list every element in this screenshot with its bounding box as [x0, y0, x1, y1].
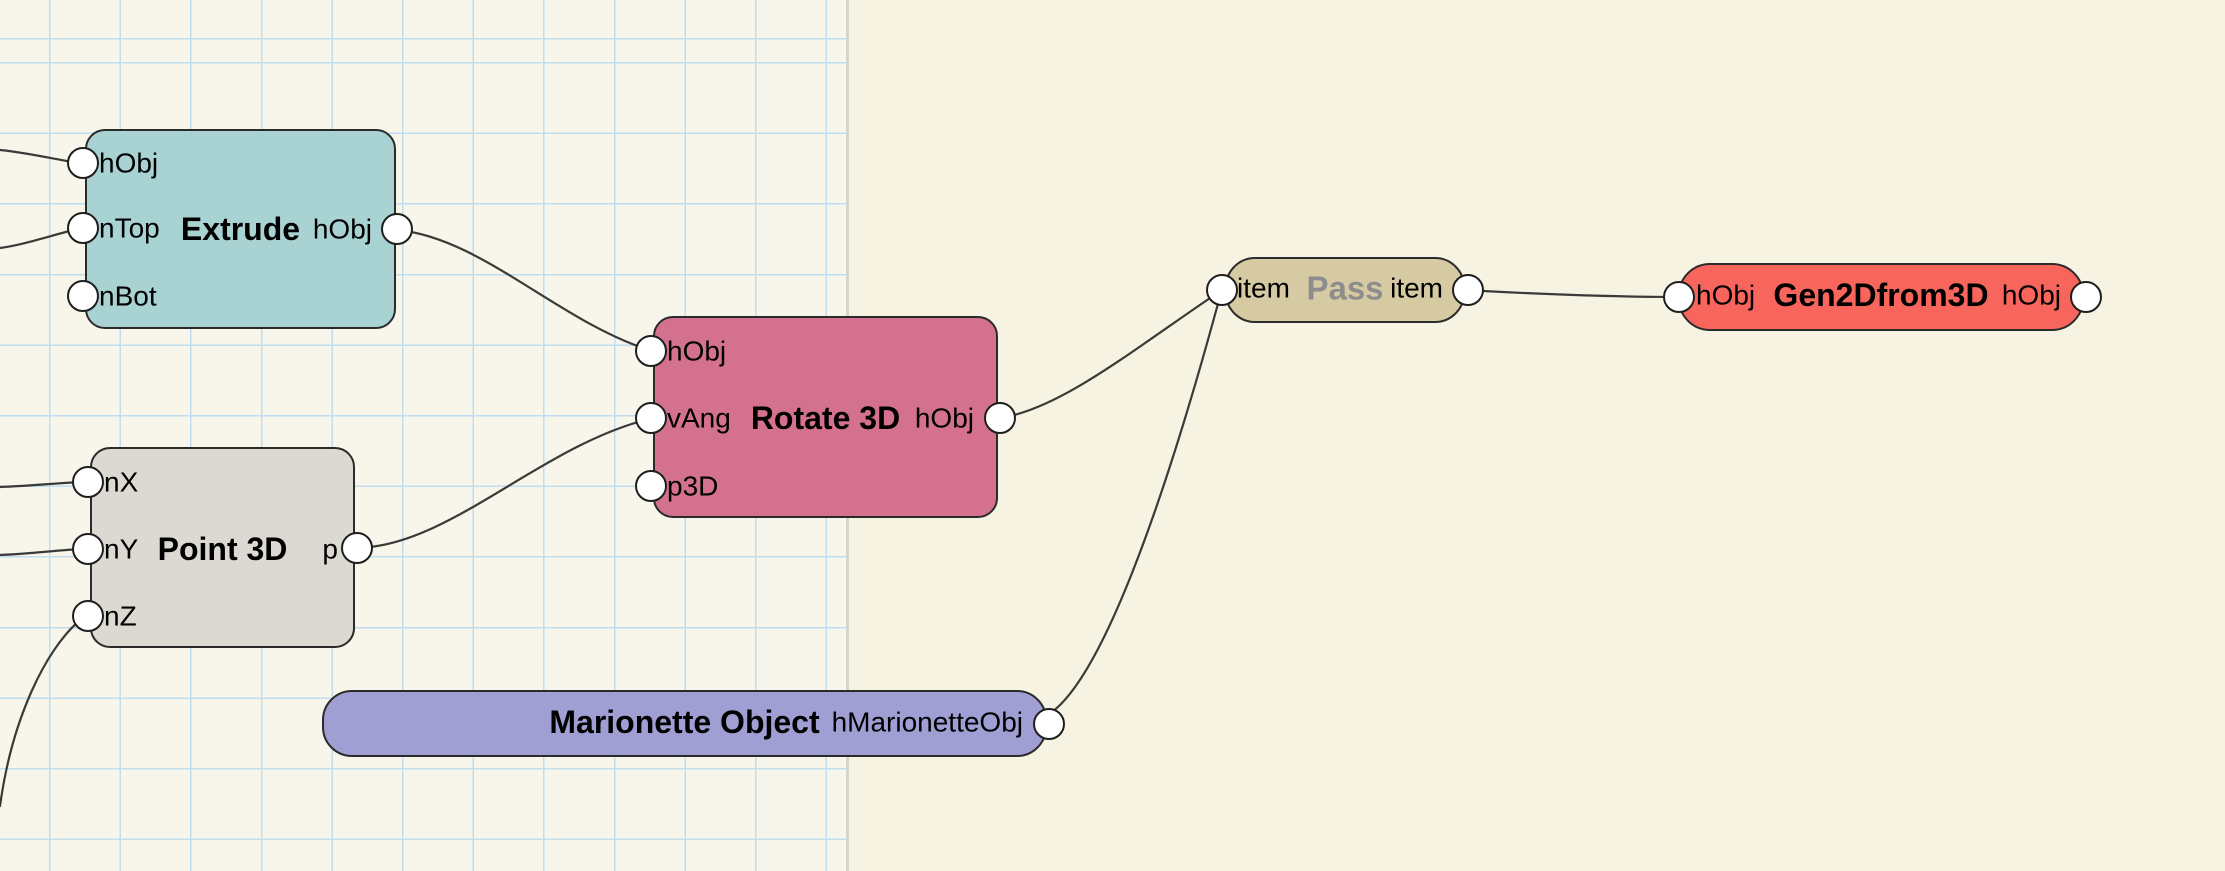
node-extrude[interactable]: hObj nTop nBot Extrude hObj — [85, 129, 396, 329]
input-label-nz: nZ — [104, 600, 137, 632]
node-gen2dfrom3d[interactable]: hObj Gen2Dfrom3D hObj — [1678, 263, 2084, 331]
wire-point3d-to-rotate3d[interactable] — [355, 417, 651, 550]
output-label-hobj: hObj — [2001, 279, 2061, 311]
port-gen2dfrom3d-out-hobj[interactable] — [2070, 281, 2102, 313]
wire-extrude-to-rotate3d[interactable] — [395, 228, 651, 352]
input-label-nx: nX — [104, 466, 139, 498]
input-label-ntop: nTop — [99, 212, 160, 244]
wire-offscreen-to-point3d-nx[interactable] — [0, 480, 84, 489]
node-title-extrude: Extrude — [180, 211, 301, 248]
port-pass-in-item[interactable] — [1206, 274, 1238, 306]
input-label-nbot: nBot — [99, 280, 157, 312]
output-label-hmarionetteobj: hMarionetteObj — [831, 706, 1023, 738]
input-label-p3d: p3D — [667, 470, 719, 502]
node-title-rotate-3d: Rotate 3D — [750, 400, 901, 437]
port-gen2dfrom3d-in-hobj[interactable] — [1663, 281, 1695, 313]
node-pass[interactable]: item Pass item — [1225, 257, 1465, 323]
node-marionette-object[interactable]: Marionette Object hMarionetteObj — [322, 690, 1047, 757]
port-point3d-in-nx[interactable] — [72, 466, 104, 498]
node-point-3d[interactable]: nX nY nZ Point 3D p — [90, 447, 355, 648]
port-extrude-in-hobj[interactable] — [67, 147, 99, 179]
output-label-p: p — [322, 533, 338, 565]
wire-offscreen-to-extrude-ntop[interactable] — [0, 227, 80, 250]
node-title-marionette-object: Marionette Object — [549, 703, 820, 740]
port-rotate3d-in-vang[interactable] — [635, 402, 667, 434]
wire-point3d-nz-to-offscreen[interactable] — [0, 620, 80, 808]
port-point3d-in-nz[interactable] — [72, 600, 104, 632]
wire-pass-to-gen2dfrom3d[interactable] — [1466, 288, 1679, 299]
port-point3d-in-ny[interactable] — [72, 533, 104, 565]
port-rotate3d-out-hobj[interactable] — [984, 402, 1016, 434]
port-marionette-out-hmarionetteobj[interactable] — [1033, 708, 1065, 740]
input-label-hobj: hObj — [99, 147, 159, 179]
input-label-ny: nY — [104, 533, 139, 565]
input-label-vang: vAng — [667, 402, 731, 434]
output-label-hobj: hObj — [312, 213, 372, 245]
port-pass-out-item[interactable] — [1452, 274, 1484, 306]
port-extrude-in-nbot[interactable] — [67, 280, 99, 312]
port-rotate3d-in-hobj[interactable] — [635, 335, 667, 367]
output-label-hobj: hObj — [914, 402, 974, 434]
node-rotate-3d[interactable]: hObj vAng p3D Rotate 3D hObj — [653, 316, 998, 518]
input-label-item: item — [1237, 272, 1290, 304]
node-title-gen2dfrom3d: Gen2Dfrom3D — [1773, 277, 1989, 314]
output-label-item: item — [1390, 272, 1443, 304]
wire-marionette-to-pass[interactable] — [1050, 298, 1221, 714]
wire-offscreen-to-point3d-ny[interactable] — [0, 547, 84, 557]
port-rotate3d-in-p3d[interactable] — [635, 470, 667, 502]
port-extrude-in-ntop[interactable] — [67, 212, 99, 244]
input-label-hobj: hObj — [1696, 279, 1756, 311]
wire-rotate3d-to-pass[interactable] — [998, 292, 1218, 420]
port-point3d-out-p[interactable] — [341, 532, 373, 564]
port-extrude-out-hobj[interactable] — [381, 213, 413, 245]
node-title-point-3d: Point 3D — [157, 531, 288, 568]
input-label-hobj: hObj — [667, 335, 727, 367]
node-title-pass: Pass — [1306, 269, 1384, 307]
